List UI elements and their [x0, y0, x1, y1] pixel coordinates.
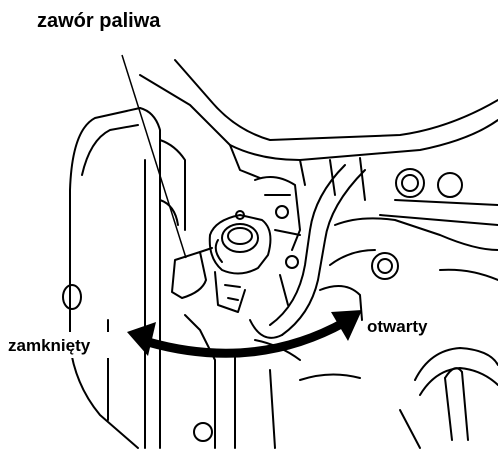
- direction-arrow: [127, 310, 362, 356]
- fuel-valve-lever: [172, 248, 212, 298]
- carburetor: [255, 177, 300, 305]
- direction-arrow-body: [148, 322, 345, 353]
- closed-position-label: zamknięty: [8, 337, 90, 354]
- open-position-label: otwarty: [367, 318, 427, 335]
- valve-leader-line: [122, 55, 186, 258]
- lower-parts: [185, 315, 360, 448]
- left-housing: [63, 108, 185, 448]
- fuel-valve-label: zawór paliwa: [37, 11, 160, 31]
- choke-knob: [400, 348, 498, 448]
- fuel-valve: [210, 211, 271, 312]
- engine-body-top: [140, 60, 498, 200]
- direction-arrow-head-closed: [127, 322, 156, 356]
